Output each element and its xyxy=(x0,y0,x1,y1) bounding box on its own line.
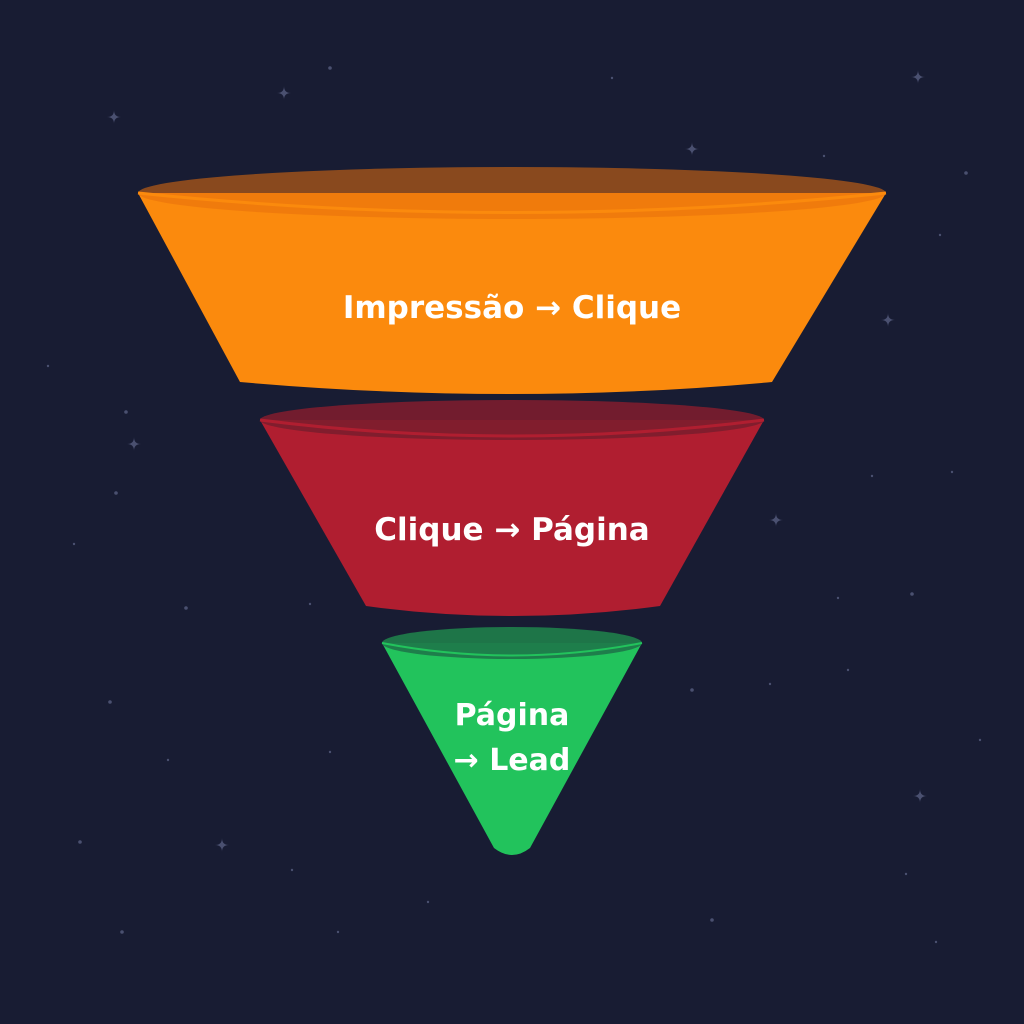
star-dot xyxy=(964,171,968,175)
star-dot xyxy=(610,76,614,80)
star-dot xyxy=(426,900,430,904)
funnel-stage-2-label: Clique → Página xyxy=(374,512,649,548)
star-dot xyxy=(124,410,128,414)
star-dot xyxy=(938,233,942,237)
star-dot xyxy=(910,592,914,596)
star-dot xyxy=(120,930,124,934)
sparkle-star xyxy=(911,70,925,84)
star-dot xyxy=(184,606,188,610)
sparkle-star xyxy=(881,313,895,327)
star-dot xyxy=(904,872,908,876)
star-dot xyxy=(690,688,694,692)
sparkle-star xyxy=(913,789,927,803)
sparkle-star xyxy=(215,838,229,852)
funnel-stage-3-rim xyxy=(382,627,642,659)
star-dot xyxy=(836,596,840,600)
star-dot xyxy=(846,668,850,672)
funnel-stage-1-body xyxy=(138,193,886,394)
star-dot xyxy=(336,930,340,934)
star-dot xyxy=(290,868,294,872)
star-dot xyxy=(46,364,50,368)
funnel-stage-2-rim xyxy=(260,400,764,440)
funnel-stage-3-rim-edge xyxy=(381,642,643,657)
funnel-stage-3: Página → Lead xyxy=(381,627,643,855)
star-dot xyxy=(72,542,76,546)
star-dot xyxy=(108,700,112,704)
star-dot xyxy=(78,840,82,844)
sparkle-star xyxy=(277,86,291,100)
star-dot xyxy=(166,758,170,762)
star-dot xyxy=(308,602,312,606)
star-field xyxy=(46,66,982,944)
funnel-stage-2-rim-edge xyxy=(259,418,765,438)
star-dot xyxy=(114,491,118,495)
funnel-stage-1: Impressão → Clique xyxy=(137,167,887,394)
star-dot xyxy=(710,918,714,922)
funnel-stage-1-label: Impressão → Clique xyxy=(343,290,681,326)
star-dot xyxy=(328,66,332,70)
star-dot xyxy=(768,682,772,686)
star-dot xyxy=(870,474,874,478)
sparkle-star xyxy=(107,110,121,124)
star-dot xyxy=(822,154,826,158)
star-dot xyxy=(978,738,982,742)
sparkle-star xyxy=(685,142,699,156)
sparkle-star xyxy=(769,513,783,527)
star-dot xyxy=(934,940,938,944)
star-dot xyxy=(950,470,954,474)
funnel-stage-1-rim xyxy=(138,167,886,219)
funnel-stage-3-body xyxy=(382,643,642,855)
funnel-stage-1-rim-edge xyxy=(137,191,887,214)
funnel-stage-3-label-line-1: Página xyxy=(455,698,570,733)
funnel-stage-3-label-line-2: → Lead xyxy=(454,743,571,778)
star-dot xyxy=(328,750,332,754)
funnel-stage-2-body xyxy=(260,420,764,616)
funnel-stage-2: Clique → Página xyxy=(259,400,765,616)
sparkle-star xyxy=(127,437,141,451)
